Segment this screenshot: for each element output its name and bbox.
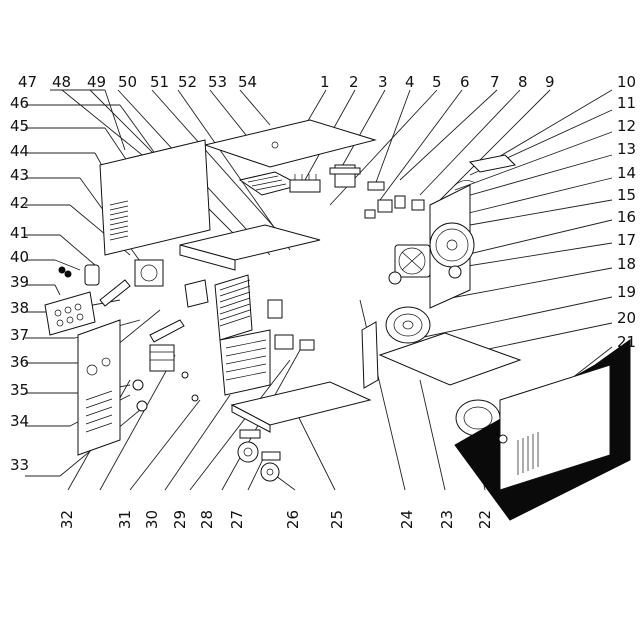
- front-small-parts: [132, 344, 199, 412]
- knob-parts: [58, 264, 100, 286]
- part-number-8: 8: [518, 73, 528, 91]
- part-number-16: 16: [617, 208, 636, 226]
- part-number-6: 6: [460, 73, 470, 91]
- part-number-15: 15: [617, 186, 636, 204]
- pcb-modules-part: [267, 299, 315, 351]
- left-cover-part: [99, 139, 211, 256]
- part-number-40: 40: [10, 248, 29, 266]
- part-number-7: 7: [490, 73, 500, 91]
- vertical-bar-part: [361, 321, 379, 389]
- caster-rear-part: [260, 451, 281, 482]
- part-number-9: 9: [545, 73, 555, 91]
- side-cover-panel-part: [454, 339, 631, 521]
- part-number-30: 30: [143, 510, 161, 529]
- part-number-4: 4: [405, 73, 415, 91]
- terminal-block-part: [289, 174, 321, 193]
- part-number-32: 32: [58, 510, 76, 529]
- part-number-11: 11: [617, 94, 636, 112]
- part-number-23: 23: [438, 510, 456, 529]
- part-number-35: 35: [10, 381, 29, 399]
- part-number-39: 39: [10, 273, 29, 291]
- part-number-2: 2: [349, 73, 359, 91]
- part-number-54: 54: [238, 73, 257, 91]
- part-number-28: 28: [198, 510, 216, 529]
- part-number-19: 19: [617, 283, 636, 301]
- part-number-18: 18: [617, 255, 636, 273]
- caster-front-part: [237, 429, 261, 463]
- rear-panel-part: [429, 184, 475, 309]
- part-number-13: 13: [617, 140, 636, 158]
- small-components-part: [364, 181, 425, 219]
- part-number-38: 38: [10, 299, 29, 317]
- part-number-49: 49: [87, 73, 106, 91]
- control-pcb-part: [44, 291, 96, 336]
- cable-part: [99, 279, 131, 307]
- part-number-53: 53: [208, 73, 227, 91]
- part-number-12: 12: [617, 117, 636, 135]
- part-number-25: 25: [328, 510, 346, 529]
- part-number-43: 43: [10, 166, 29, 184]
- part-number-46: 46: [10, 94, 29, 112]
- part-number-51: 51: [150, 73, 169, 91]
- part-number-45: 45: [10, 117, 29, 135]
- part-number-14: 14: [617, 164, 636, 182]
- part-number-26: 26: [284, 510, 302, 529]
- part-number-50: 50: [118, 73, 137, 91]
- coil-part: [134, 259, 164, 287]
- part-number-41: 41: [10, 224, 29, 242]
- fan-part: [394, 244, 431, 278]
- part-number-29: 29: [171, 510, 189, 529]
- heatsink-left-part: [214, 274, 253, 341]
- part-number-42: 42: [10, 194, 29, 212]
- part-number-36: 36: [10, 353, 29, 371]
- part-number-1: 1: [320, 73, 330, 91]
- top-plate-part: [203, 119, 377, 168]
- part-number-47: 47: [18, 73, 37, 91]
- heatsink-lower-part: [219, 329, 271, 396]
- part-number-22: 22: [476, 510, 494, 529]
- part-number-31: 31: [116, 510, 134, 529]
- part-number-17: 17: [617, 231, 636, 249]
- front-panel-part: [77, 319, 121, 456]
- part-number-34: 34: [10, 412, 29, 430]
- part-number-10: 10: [617, 73, 636, 91]
- part-number-3: 3: [378, 73, 388, 91]
- transformer-part: [329, 164, 361, 188]
- front-bracket-part: [149, 319, 185, 343]
- rear-knob-parts: [388, 265, 462, 285]
- part-number-44: 44: [10, 142, 29, 160]
- base-plate-part: [230, 381, 372, 433]
- part-number-21: 21: [617, 333, 636, 351]
- part-number-37: 37: [10, 326, 29, 344]
- rear-wheel-part: [385, 306, 431, 344]
- part-number-33: 33: [10, 456, 29, 474]
- part-number-5: 5: [432, 73, 442, 91]
- part-number-24: 24: [398, 510, 416, 529]
- part-number-20: 20: [617, 309, 636, 327]
- part-number-48: 48: [52, 73, 71, 91]
- side-plate-part: [378, 332, 522, 386]
- part-number-27: 27: [228, 510, 246, 529]
- part-number-52: 52: [178, 73, 197, 91]
- rear-bracket-part: [454, 154, 517, 186]
- chassis-top-part: [179, 224, 321, 271]
- left-bracket-part: [184, 279, 209, 308]
